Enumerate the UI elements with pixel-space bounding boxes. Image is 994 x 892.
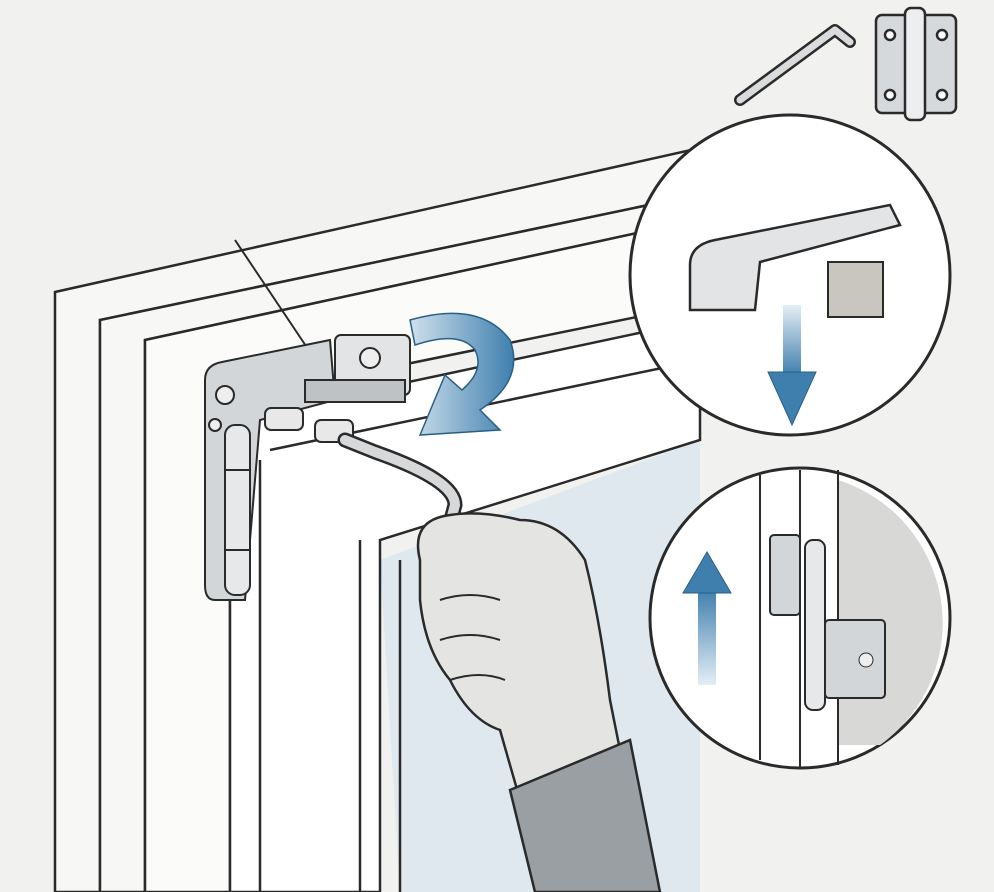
hinge-cover-removal-detail bbox=[628, 113, 952, 437]
hinge-lift-detail bbox=[648, 466, 952, 770]
up-arrow-icon bbox=[682, 551, 732, 594]
rotate-arrow-icon bbox=[409, 312, 515, 436]
hinge-icon bbox=[874, 6, 958, 122]
down-arrow-icon bbox=[767, 371, 817, 427]
sleeve bbox=[508, 738, 662, 892]
gloved-hand bbox=[416, 512, 622, 802]
allen-key-icon bbox=[734, 24, 856, 106]
callout-leader bbox=[234, 239, 313, 356]
